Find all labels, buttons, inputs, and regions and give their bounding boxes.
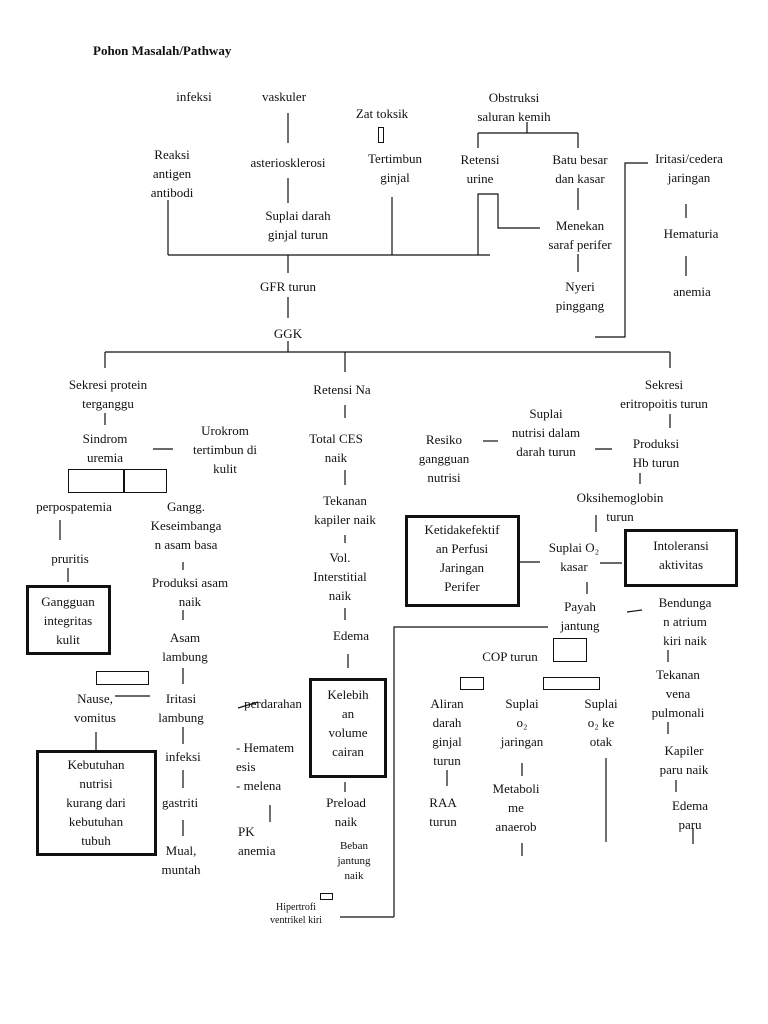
- node-zat-toksik: Zat toksik: [355, 106, 409, 121]
- node-suplai-darah-ginjal: Suplai darah ginjal turun: [265, 208, 331, 242]
- node-pruritis: pruritis: [51, 551, 89, 566]
- node-oksihemoglobin: Oksihemoglobin turun: [576, 490, 664, 524]
- node-hematuria: Hematuria: [663, 226, 719, 241]
- node-tekanan-kapiler: Tekanan kapiler naik: [314, 493, 376, 527]
- diagnosis-box-kelebihan-volume: [309, 678, 387, 778]
- node-tekanan-vena: Tekanan vena pulmonali: [651, 667, 705, 720]
- node-nause: Nause, vomitus: [74, 691, 116, 725]
- node-beban-jantung: Beban jantung naik: [337, 840, 371, 882]
- node-hematemesis: - Hematem esis - melena: [236, 740, 295, 793]
- node-edema-paru: Edema paru: [671, 798, 709, 832]
- node-bendungan-atrium: Bendunga n atrium kiri naik: [658, 595, 712, 648]
- empty-box-left: [68, 469, 124, 493]
- node-urokrom: Urokrom tertimbun di kulit: [193, 423, 257, 476]
- node-suplai-o2-kasar: Suplai O₂ kasar: [548, 540, 600, 574]
- node-nyeri-pinggang: Nyeri pinggang: [555, 279, 605, 313]
- node-sekresi-protein: Sekresi protein terganggu: [68, 377, 148, 411]
- node-kelebihan-volume: Kelebih an volume cairan: [327, 687, 369, 759]
- node-aliran-darah-ginjal: Aliran darah ginjal turun: [430, 696, 464, 768]
- node-obstruksi: Obstruksi saluran kemih: [477, 90, 551, 124]
- node-reaksi: Reaksi antigen antibodi: [150, 147, 194, 200]
- empty-box-right: [124, 469, 167, 493]
- node-retensi-urine: Retensi urine: [460, 152, 500, 186]
- node-kapiler-paru: Kapiler paru naik: [659, 743, 709, 777]
- node-raa-turun: RAA turun: [429, 795, 457, 829]
- node-payah-jantung: Payah jantung: [560, 599, 600, 633]
- node-pk-anemia: PK anemia: [238, 824, 276, 858]
- node-kebutuhan-nutrisi: Kebutuhan nutrisi kurang dari kebutuhan …: [66, 757, 126, 848]
- node-infeksi-top: infeksi: [176, 89, 212, 104]
- node-cop-turun: COP turun: [482, 649, 538, 664]
- small-box-marker: [378, 127, 384, 143]
- node-ggk: GGK: [273, 326, 303, 341]
- node-produksi-hb: Produksi Hb turun: [632, 436, 680, 470]
- node-perdarahan: perdarahan: [244, 696, 302, 711]
- node-mual-muntah: Mual, muntah: [161, 843, 201, 877]
- node-resiko-gangguan: Resiko gangguan nutrisi: [418, 432, 470, 485]
- diagnosis-box-intoleransi: [624, 529, 738, 587]
- empty-box-nause: [96, 671, 149, 685]
- empty-box-hipertrofi: [320, 893, 333, 900]
- node-sindrom-uremia: Sindrom uremia: [82, 431, 128, 465]
- node-preload-naik: Preload naik: [326, 795, 366, 829]
- node-total-ces: Total CES naik: [309, 431, 363, 465]
- node-perpospatemia: perpospatemia: [36, 499, 112, 514]
- node-ketidakefektif: Ketidakefektif an Perfusi Jaringan Perif…: [424, 522, 500, 594]
- node-gastriti: gastriti: [161, 795, 199, 810]
- node-metabolisme: Metaboli me anaerob: [492, 781, 540, 834]
- node-gangg-keseimbangan: Gangg. Keseimbanga n asam basa: [150, 499, 222, 552]
- empty-box-suplai-o2: [543, 677, 600, 690]
- node-hipertrofi: Hipertrofi ventrikel kiri: [270, 902, 322, 926]
- empty-box-aliran: [460, 677, 484, 690]
- node-retensi-na: Retensi Na: [313, 382, 371, 397]
- diagnosis-box-kebutuhan-nutrisi: [36, 750, 157, 856]
- node-vaskuler: vaskuler: [261, 89, 307, 104]
- node-asteriosklerosi: asteriosklerosi: [250, 155, 326, 170]
- node-gfr-turun: GFR turun: [260, 279, 316, 294]
- node-menekan-saraf: Menekan saraf perifer: [548, 218, 612, 252]
- diagnosis-box-integritas-kulit: [26, 585, 111, 655]
- node-produksi-asam: Produksi asam naik: [151, 575, 229, 609]
- node-iritasi-lambung: Iritasi lambung: [158, 691, 204, 725]
- node-infeksi-low: infeksi: [165, 749, 201, 764]
- node-suplai-o2-otak: Suplai o₂ ke otak: [584, 696, 618, 749]
- node-iritasi-cedera: Iritasi/cedera jaringan: [655, 151, 723, 185]
- node-sekresi-eritropoitis: Sekresi eritropoitis turun: [620, 377, 708, 411]
- node-edema-mid: Edema: [332, 628, 370, 643]
- node-intoleransi: Intoleransi aktivitas: [653, 538, 709, 572]
- node-vol-interstitial: Vol. Interstitial naik: [313, 550, 367, 603]
- node-batu-besar: Batu besar dan kasar: [552, 152, 608, 186]
- diagnosis-box-perfusi: [405, 515, 520, 607]
- node-anemia-top: anemia: [673, 284, 711, 299]
- node-suplai-nutrisi: Suplai nutrisi dalam darah turun: [511, 406, 581, 459]
- empty-box-cop: [553, 638, 587, 662]
- node-gangguan-integritas: Gangguan integritas kulit: [41, 594, 95, 647]
- page-title: Pohon Masalah/Pathway: [93, 43, 232, 58]
- node-tertimbun-ginjal: Tertimbun ginjal: [368, 151, 422, 185]
- node-suplai-o2-jaringan: Suplai o₂ jaringan: [500, 696, 544, 749]
- node-asam-lambung: Asam lambung: [162, 630, 208, 664]
